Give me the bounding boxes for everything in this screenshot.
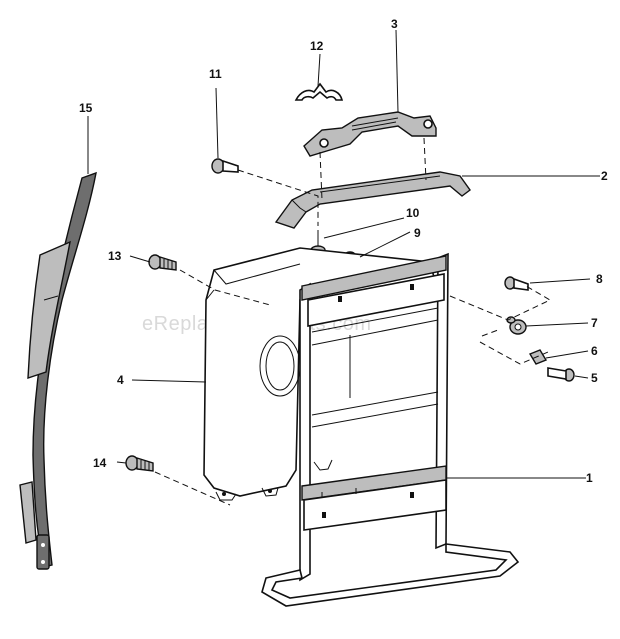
callout-15: 15 [79,101,93,115]
part-12-clip [294,82,344,101]
part-1-frame [261,252,520,607]
part-5-screw [547,367,575,382]
callout-5: 5 [591,371,598,385]
callout-1: 1 [586,471,593,485]
callout-12: 12 [310,39,324,53]
part-13-bolt [148,254,177,271]
callout-13: 13 [108,249,122,263]
callout-4: 4 [117,373,124,387]
callout-9: 9 [414,226,421,240]
leader-lines [87,29,600,479]
callout-8: 8 [596,272,603,286]
part-6-nut [528,349,548,365]
callout-10: 10 [406,206,420,220]
part-14-bolt [125,455,154,472]
callout-14: 14 [93,456,107,470]
callout-11: 11 [209,67,222,81]
callout-labels: 1 2 3 4 5 6 7 8 9 10 11 12 13 14 15 [79,17,608,485]
part-2-top-cap [274,171,471,229]
assembly-lines [154,137,552,506]
callout-6: 6 [591,344,598,358]
part-11-screw [211,158,239,174]
callout-2: 2 [601,169,608,183]
part-7-washer [506,316,527,335]
part-15-side-strap [19,171,97,570]
callout-3: 3 [391,17,398,31]
part-3-handle [303,111,437,157]
part-8-screw [504,276,529,291]
callout-7: 7 [591,316,598,330]
